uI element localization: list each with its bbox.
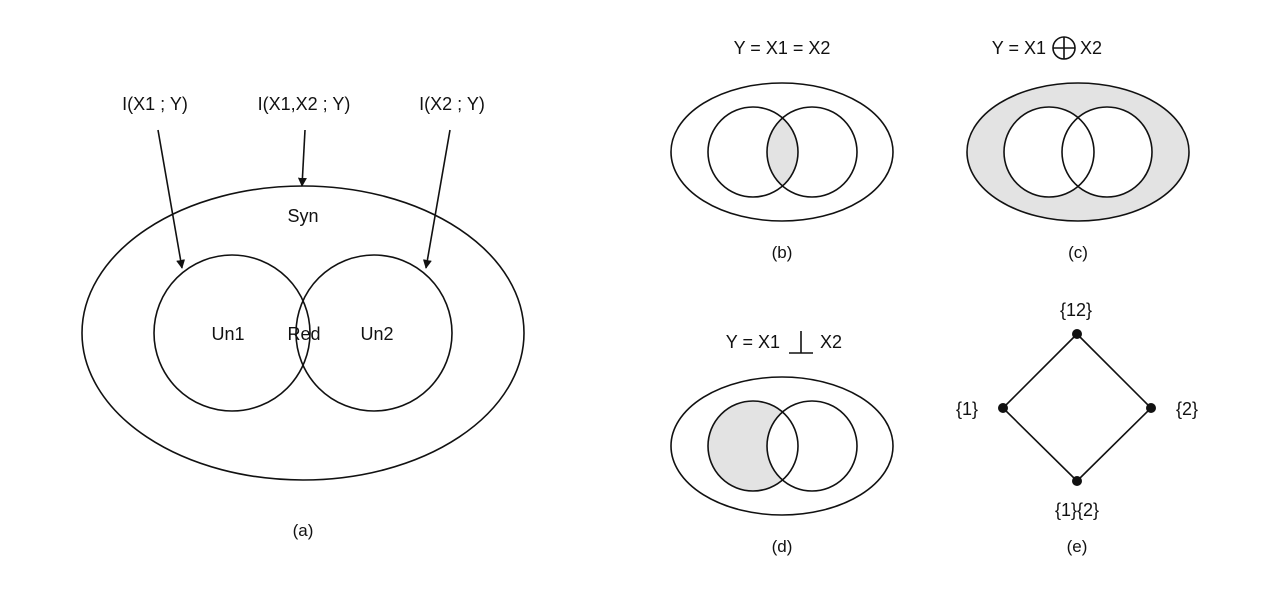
panel-e: {12} {1} {2} {1}{2} (e) bbox=[956, 300, 1198, 556]
panel-c-x2-circle bbox=[1061, 106, 1153, 198]
lattice-label-right: {2} bbox=[1176, 399, 1198, 419]
panel-d-ellipse bbox=[670, 376, 894, 516]
panel-b-title: Y = X1 = X2 bbox=[734, 38, 831, 58]
panel-c-title-left: Y = X1 bbox=[992, 38, 1046, 58]
x1-circle bbox=[153, 254, 311, 412]
panel-d-x2-fill bbox=[767, 401, 857, 491]
lattice-label-bottom: {1}{2} bbox=[1055, 500, 1099, 520]
panel-d-x2-circle bbox=[766, 400, 858, 492]
syn-label: Syn bbox=[287, 206, 318, 226]
panel-c: Y = X1 X2 (c) bbox=[966, 36, 1190, 262]
un2-label: Un2 bbox=[360, 324, 393, 344]
circled-plus-icon bbox=[1052, 36, 1076, 60]
panel-d-title-right: X2 bbox=[820, 332, 842, 352]
panel-a: I(X1 ; Y) I(X1,X2 ; Y) I(X2 ; Y) Syn Un1… bbox=[81, 94, 525, 540]
arrow-label-i-x1-y: I(X1 ; Y) bbox=[122, 94, 188, 114]
panel-b-intersection-shade bbox=[767, 107, 798, 197]
arrow-i-x1-y bbox=[157, 129, 186, 269]
lattice-edge-top-right bbox=[1076, 333, 1152, 409]
caption-e: (e) bbox=[1067, 537, 1088, 556]
arrow-i-x1x2-y bbox=[297, 129, 307, 187]
lattice-node-left bbox=[998, 403, 1008, 413]
panel-c-x1-circle bbox=[1003, 106, 1095, 198]
lattice-node-top bbox=[1072, 329, 1082, 339]
panel-d-x1-circle bbox=[707, 400, 799, 492]
panel-b-ellipse bbox=[670, 82, 894, 222]
panel-c-title-right: X2 bbox=[1080, 38, 1102, 58]
lattice-node-right bbox=[1146, 403, 1156, 413]
caption-b: (b) bbox=[772, 243, 793, 262]
lattice-node-bottom bbox=[1072, 476, 1082, 486]
caption-c: (c) bbox=[1068, 243, 1088, 262]
panel-d-title-left: Y = X1 bbox=[726, 332, 780, 352]
panel-b: Y = X1 = X2 (b) bbox=[670, 38, 894, 262]
panel-c-x2-fill bbox=[1062, 107, 1152, 197]
caption-a: (a) bbox=[293, 521, 314, 540]
lattice-edge-top-left bbox=[1002, 333, 1078, 409]
arrow-label-i-x1x2-y: I(X1,X2 ; Y) bbox=[258, 94, 351, 114]
panel-d: Y = X1 X2 (d) bbox=[670, 331, 894, 556]
un1-label: Un1 bbox=[211, 324, 244, 344]
panel-b-x2-circle bbox=[766, 106, 858, 198]
red-label: Red bbox=[287, 324, 320, 344]
panel-b-x1-circle bbox=[707, 106, 799, 198]
lattice-edge-left-bottom bbox=[1002, 407, 1078, 482]
arrow-i-x2-y bbox=[422, 129, 451, 269]
arrow-label-i-x2-y: I(X2 ; Y) bbox=[419, 94, 485, 114]
syn-ellipse bbox=[81, 185, 525, 481]
lattice-label-left: {1} bbox=[956, 399, 978, 419]
x2-circle bbox=[295, 254, 453, 412]
caption-d: (d) bbox=[772, 537, 793, 556]
lattice-edge-right-bottom bbox=[1076, 407, 1152, 482]
perpendicular-icon bbox=[789, 331, 813, 354]
lattice-label-top: {12} bbox=[1060, 300, 1092, 320]
